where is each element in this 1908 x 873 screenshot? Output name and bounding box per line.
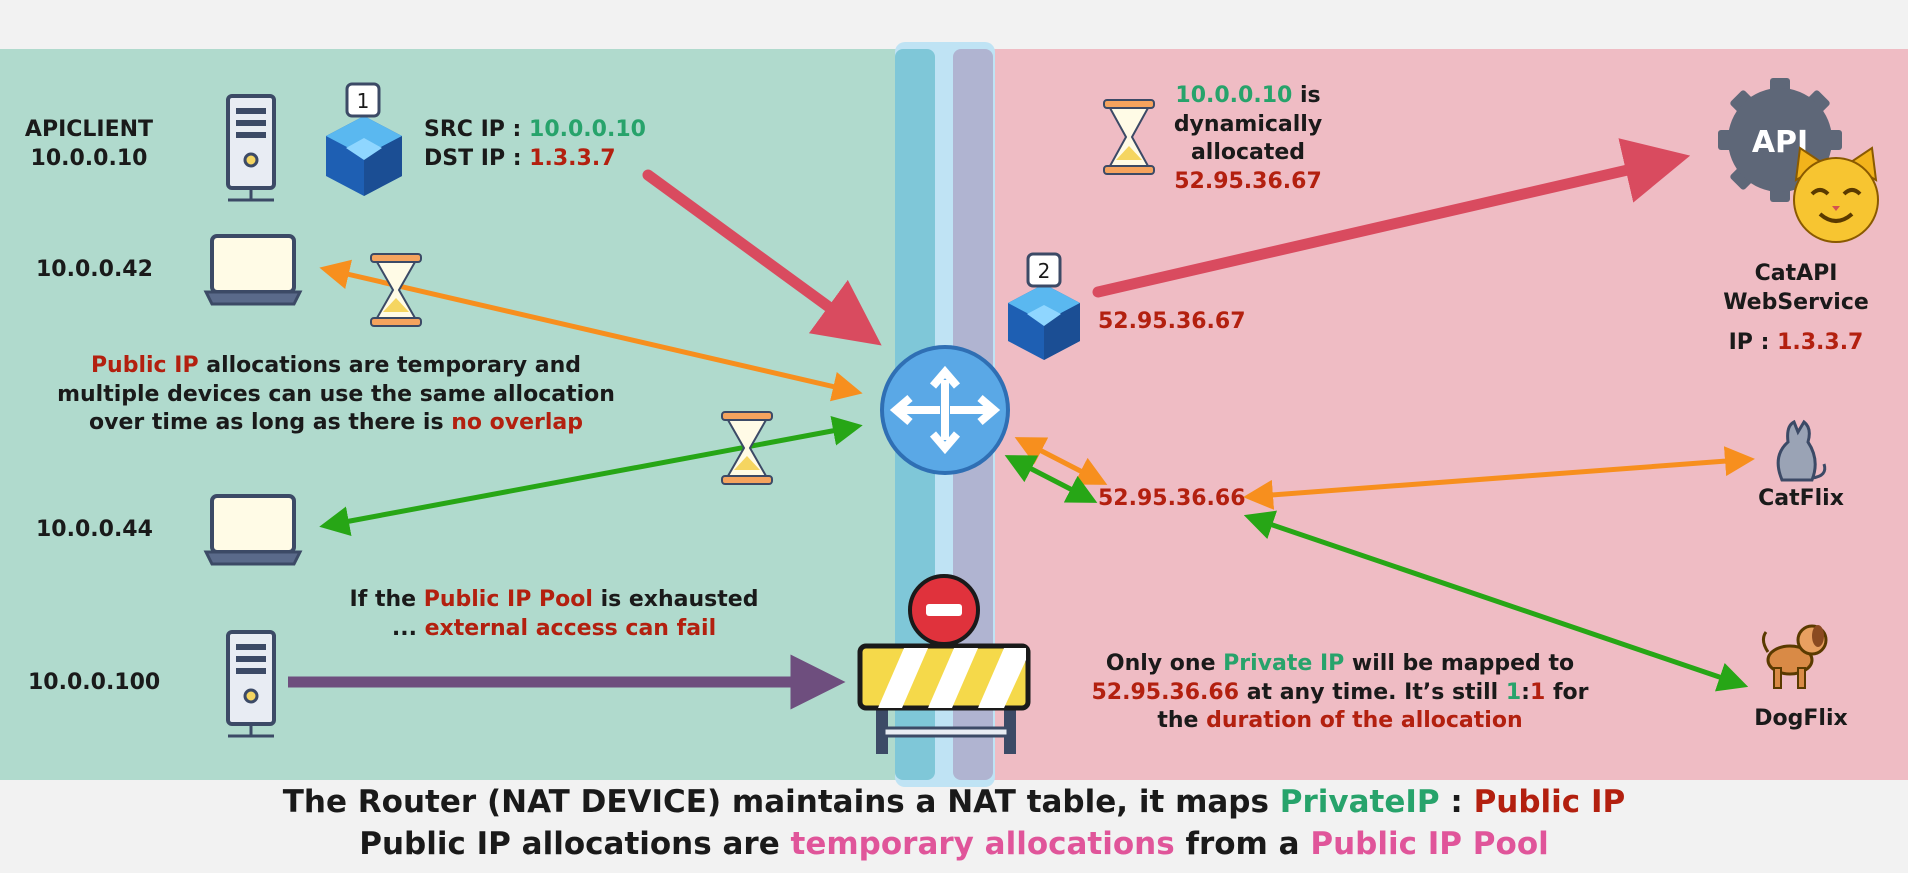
allocation-note-line1: allocations are temporary and bbox=[198, 353, 582, 378]
caption-l1c: : bbox=[1439, 784, 1474, 820]
allocation-note: Public IP allocations are temporary and … bbox=[36, 352, 636, 438]
packet2-ip: 52.95.36.67 bbox=[1098, 309, 1246, 334]
caption-l1a: The Router (NAT DEVICE) maintains a NAT … bbox=[282, 784, 1280, 820]
catapi-ip: 1.3.3.7 bbox=[1777, 330, 1864, 356]
hourglass-icon-device44 bbox=[721, 411, 773, 485]
catflix-cat-icon bbox=[1776, 419, 1827, 482]
laptop-icon-device42 bbox=[203, 234, 303, 306]
shared-public-ip: 52.95.36.66 bbox=[1098, 486, 1246, 511]
arrow-shared-dogflix bbox=[1243, 510, 1749, 692]
dyn-public-ip: 52.95.36.67 bbox=[1174, 168, 1322, 194]
catapi-ip-label: IP : bbox=[1728, 330, 1778, 356]
svg-text:2: 2 bbox=[1038, 259, 1051, 283]
catapi-label: CatAPI WebService IP : 1.3.3.7 bbox=[1706, 260, 1886, 358]
device-100-ip: 10.0.0.100 bbox=[28, 670, 161, 695]
caption-line1: The Router (NAT DEVICE) maintains a NAT … bbox=[0, 784, 1908, 820]
router-icon bbox=[880, 345, 1010, 475]
caption-l2a: Public IP allocations are bbox=[359, 826, 791, 862]
device-44-ip: 10.0.0.44 bbox=[36, 517, 153, 542]
badge-2: 2 bbox=[1026, 252, 1062, 288]
caption-l2c: from a bbox=[1174, 826, 1311, 862]
src-ip-value: 10.0.0.10 bbox=[529, 117, 646, 142]
device-42-ip: 10.0.0.42 bbox=[36, 257, 153, 282]
allocation-note-line2: multiple devices can use the same alloca… bbox=[57, 381, 615, 407]
dogflix-dog-icon bbox=[1761, 624, 1828, 689]
caption-public-ip: Public IP bbox=[1473, 784, 1626, 820]
mapping-note-for: for bbox=[1545, 679, 1589, 705]
dst-ip-value: 1.3.3.7 bbox=[529, 145, 616, 171]
arrow-device44-router bbox=[319, 416, 863, 536]
arrow-device42-router bbox=[319, 259, 863, 402]
hourglass-icon-dynamic bbox=[1103, 99, 1155, 175]
caption-line2: Public IP allocations are temporary allo… bbox=[0, 826, 1908, 862]
mapping-note-a: Only one bbox=[1105, 651, 1224, 676]
dyn-line2: dynamically bbox=[1173, 111, 1323, 137]
arrow-router-shared-green bbox=[1004, 455, 1098, 503]
pool-note-c: is exhausted bbox=[592, 587, 759, 612]
packet1-addresses: SRC IP : 10.0.0.10 DST IP : 1.3.3.7 bbox=[424, 116, 646, 173]
pool-note-d: ... bbox=[391, 615, 425, 641]
hourglass-icon-device42 bbox=[370, 253, 422, 327]
caption-private-ip: PrivateIP bbox=[1279, 784, 1440, 820]
mapping-note-one-right: 1 bbox=[1529, 679, 1546, 705]
src-ip-label: SRC IP : bbox=[424, 117, 530, 142]
mapping-note-ip: 52.95.36.66 bbox=[1091, 679, 1240, 705]
pool-note-fail: external access can fail bbox=[424, 615, 717, 641]
pool-note-a: If the bbox=[349, 587, 424, 612]
packet-cube-icon-1 bbox=[326, 116, 402, 196]
allocation-note-public-ip: Public IP bbox=[90, 353, 199, 378]
mapping-note-the: the bbox=[1157, 708, 1207, 734]
dynamic-allocation-note: 10.0.0.10 is dynamically allocated 52.95… bbox=[1138, 82, 1358, 196]
arrow-shared-catflix bbox=[1243, 446, 1755, 510]
mapping-note-colon: : bbox=[1521, 679, 1530, 705]
dyn-private-ip: 10.0.0.10 bbox=[1175, 83, 1293, 108]
catflix-label: CatFlix bbox=[1758, 486, 1844, 511]
cat-face-icon bbox=[1793, 146, 1879, 243]
allocation-note-line3: over time as long as there is bbox=[89, 410, 452, 436]
mapping-note-private: Private IP bbox=[1223, 651, 1345, 676]
server-icon-device100 bbox=[226, 630, 276, 738]
mapping-note-one-left: 1 bbox=[1505, 679, 1522, 705]
pool-exhausted-note: If the Public IP Pool is exhausted ... e… bbox=[314, 586, 794, 643]
packet-cube-icon-2 bbox=[1008, 284, 1080, 360]
svg-text:1: 1 bbox=[357, 89, 370, 113]
laptop-icon-device44 bbox=[203, 494, 303, 566]
pool-note-pool: Public IP Pool bbox=[423, 587, 593, 612]
caption-temporary: temporary allocations bbox=[790, 826, 1175, 862]
apiclient-label: APICLIENT 10.0.0.10 bbox=[20, 116, 158, 173]
server-icon-apiclient bbox=[226, 94, 276, 202]
allocation-note-no-overlap: no overlap bbox=[451, 410, 583, 436]
dyn-line3: allocated bbox=[1190, 140, 1306, 166]
dogflix-label: DogFlix bbox=[1754, 706, 1848, 731]
catapi-name: CatAPI bbox=[1754, 261, 1838, 286]
mapping-note-c: will be mapped to bbox=[1344, 651, 1575, 676]
mapping-note-e: at any time. It’s still bbox=[1239, 679, 1506, 705]
mapping-note-duration: duration of the allocation bbox=[1206, 708, 1523, 734]
catapi-webservice: WebService bbox=[1723, 289, 1869, 315]
apiclient-name: APICLIENT bbox=[24, 117, 154, 142]
apiclient-ip: 10.0.0.10 bbox=[30, 145, 148, 171]
dst-ip-label: DST IP : bbox=[424, 145, 530, 171]
mapping-note: Only one Private IP will be mapped to 52… bbox=[1090, 650, 1590, 736]
barrier-icon bbox=[857, 574, 1031, 754]
badge-1: 1 bbox=[345, 82, 381, 118]
arrow-router-to-catapi bbox=[1092, 138, 1691, 298]
caption-pool: Public IP Pool bbox=[1310, 826, 1549, 862]
dyn-is: is bbox=[1292, 83, 1321, 108]
